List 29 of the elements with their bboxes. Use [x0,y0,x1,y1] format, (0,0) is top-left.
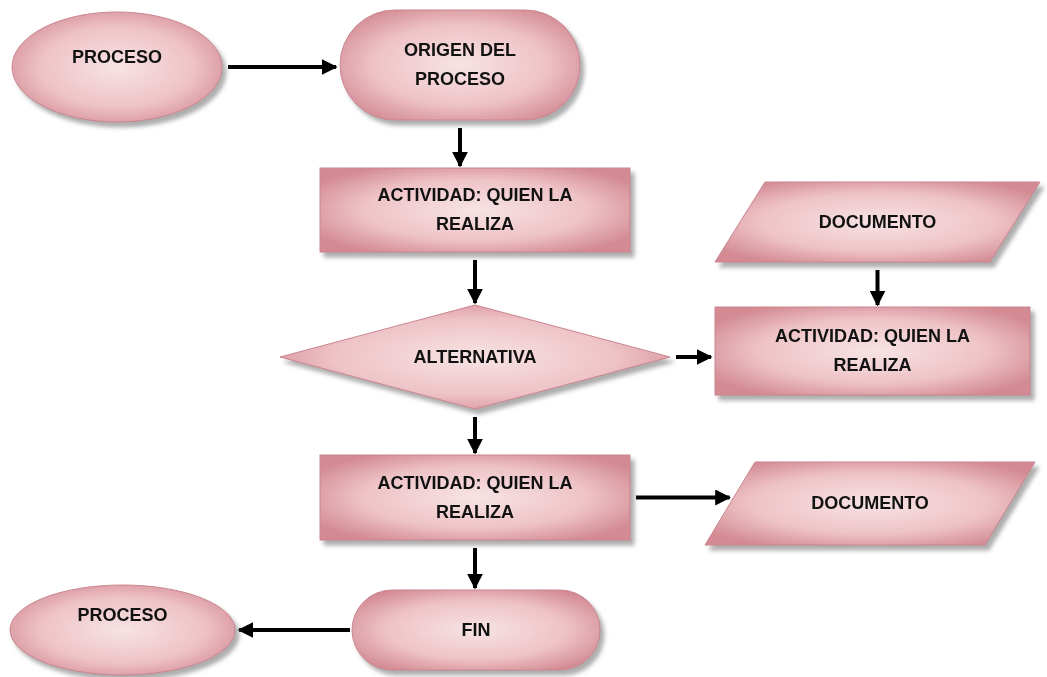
node-label: DOCUMENTO [811,492,929,516]
node-label: PROCESO [72,45,162,69]
node-label: FIN [461,618,491,642]
arrow [228,59,338,75]
arrow [636,489,732,506]
terminal-shape [352,590,600,670]
node-label: DOCUMENTO [818,210,937,234]
arrow [676,349,713,365]
process-box [320,455,630,540]
process-ellipse [10,585,235,675]
node-label: PROCESO [77,603,168,627]
node-label: ORIGEN DEL PROCESO [403,39,517,91]
document-parallelogram [715,182,1040,262]
node-label: ACTIVIDAD: QUIEN LA REALIZA [376,184,574,236]
arrow [869,270,886,307]
process-box [715,307,1030,395]
process-box [320,168,630,252]
arrow [467,260,483,305]
process-ellipse [12,12,222,122]
arrow [467,548,483,590]
decision-diamond [280,305,670,409]
terminal-shape [340,10,580,120]
node-label: ACTIVIDAD: QUIEN LA REALIZA [774,325,971,377]
node-label: ALTERNATIVA [413,345,537,369]
node-label: ACTIVIDAD: QUIEN LA REALIZA [376,471,574,524]
arrow [452,128,468,168]
arrow [467,417,483,455]
document-parallelogram [705,462,1035,545]
arrow [237,622,350,638]
